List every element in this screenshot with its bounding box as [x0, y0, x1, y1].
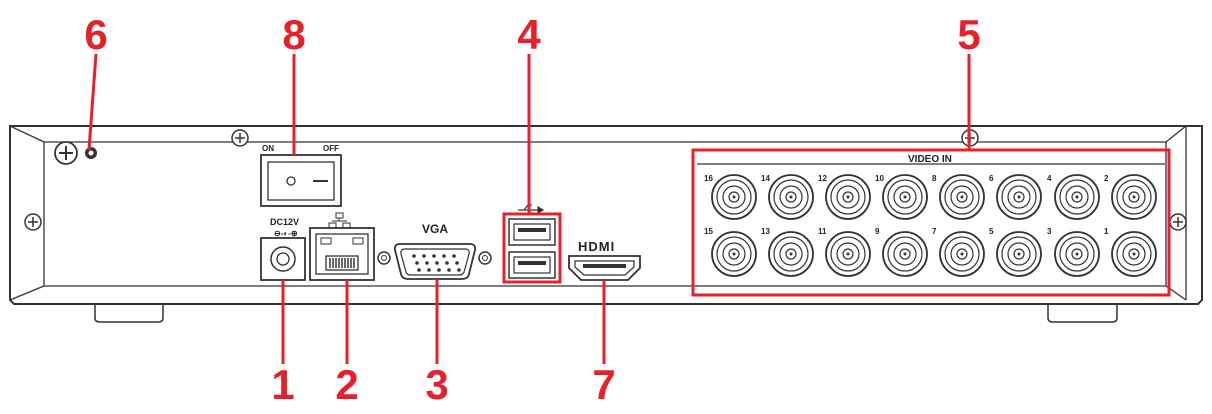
video-in-number-13: 13: [761, 227, 770, 236]
video-in-number-16: 16: [704, 174, 713, 183]
network-port: [309, 212, 375, 281]
video-in-number-9: 9: [875, 227, 880, 236]
callout-8: 8: [282, 11, 306, 58]
video-in-number-1: 1: [1104, 227, 1109, 236]
callout-6: 6: [84, 11, 108, 58]
polarity-icon: ⊖-◐-⊕: [274, 229, 298, 238]
bnc-video-input-13: 13: [761, 227, 814, 277]
bnc-video-input-9: 9: [875, 227, 928, 277]
screw-side-left: [24, 213, 42, 231]
video-in-number-6: 6: [989, 174, 994, 183]
power-switch: ON OFF: [260, 144, 342, 207]
video-in-number-11: 11: [818, 227, 827, 236]
switch-off-label: OFF: [323, 144, 339, 153]
usb-ports: [502, 204, 562, 284]
callout-2: 2: [335, 361, 359, 408]
video-in-number-14: 14: [761, 174, 770, 183]
vga-port: VGA: [377, 222, 492, 280]
bnc-video-input-5: 5: [989, 227, 1042, 277]
bnc-video-input-4: 4: [1047, 174, 1100, 220]
callout-7: 7: [592, 361, 616, 408]
video-in-number-12: 12: [818, 174, 827, 183]
bnc-video-input-14: 14: [761, 174, 814, 220]
right-foot: [1047, 301, 1118, 323]
bnc-video-input-15: 15: [704, 227, 757, 277]
bnc-video-input-7: 7: [932, 227, 985, 277]
bnc-video-input-3: 3: [1047, 227, 1100, 277]
bnc-video-input-16: 16: [704, 174, 757, 220]
video-in-number-3: 3: [1047, 227, 1052, 236]
screw-side-right: [1169, 213, 1187, 231]
bnc-video-input-1: 1: [1104, 227, 1157, 277]
dc12v-power-jack: DC12V ⊖-◐-⊕: [260, 217, 306, 281]
bnc-video-input-6: 6: [989, 174, 1042, 220]
switch-on-label: ON: [262, 144, 274, 153]
video-in-number-15: 15: [704, 227, 713, 236]
screw-top-left: [231, 129, 249, 147]
callout-5: 5: [957, 11, 981, 58]
bnc-connector-grid: 16 14 12 10 8 6 4 2 15 13 11 9 7 5 3 1: [704, 174, 1157, 277]
vga-label: VGA: [422, 222, 448, 236]
ground-screw: [54, 141, 97, 165]
video-in-number-4: 4: [1047, 174, 1052, 183]
video-in-panel: VIDEO IN 16 14 12 10 8 6 4 2 15 13 11 9 7 5 3 1: [691, 148, 1171, 297]
callout-leaders: [87, 53, 971, 364]
left-foot: [94, 301, 164, 323]
video-in-number-2: 2: [1104, 174, 1109, 183]
video-in-number-10: 10: [875, 174, 884, 183]
callout-3: 3: [425, 361, 449, 408]
usb-highlight-box: [502, 212, 562, 284]
video-in-number-7: 7: [932, 227, 937, 236]
power-label: DC12V: [270, 217, 299, 227]
bnc-video-input-12: 12: [818, 174, 871, 220]
bnc-video-input-11: 11: [818, 227, 871, 277]
video-in-number-5: 5: [989, 227, 994, 236]
callout-1: 1: [271, 361, 295, 408]
bnc-video-input-10: 10: [875, 174, 928, 220]
video-in-number-8: 8: [932, 174, 937, 183]
hdmi-label: HDMI: [578, 239, 615, 254]
bnc-video-input-2: 2: [1104, 174, 1157, 220]
bnc-video-input-8: 8: [932, 174, 985, 220]
hdmi-port: HDMI: [568, 239, 641, 281]
callout-4: 4: [517, 11, 541, 58]
video-in-highlight-box: [691, 148, 1171, 297]
video-in-label: VIDEO IN: [908, 154, 952, 165]
